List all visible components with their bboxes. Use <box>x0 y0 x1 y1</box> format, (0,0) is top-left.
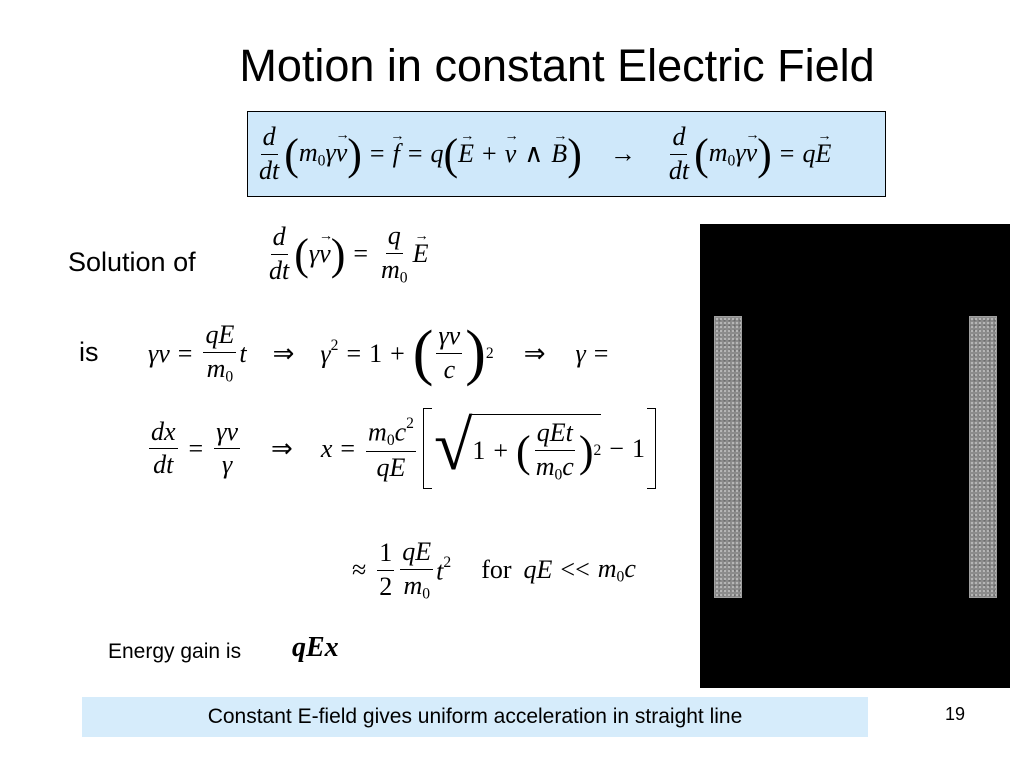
footer-text: Constant E-field gives uniform accelerat… <box>207 705 743 728</box>
energy-gain-label: Energy gain is <box>108 640 242 663</box>
electric-field-plates-image <box>700 224 1010 688</box>
solution-label: Solution of <box>68 247 196 277</box>
right-electrode-plate <box>969 316 997 598</box>
slide-title: Motion in constant Electric Field <box>239 40 875 91</box>
energy-gain-expression: qEx <box>292 632 339 663</box>
for-word: for <box>481 555 512 585</box>
equation-solution-of: ddt (γv) = qm0 E <box>264 221 428 286</box>
is-label: is <box>79 337 99 367</box>
page-number: 19 <box>944 704 966 724</box>
left-electrode-plate <box>714 316 742 598</box>
footer-banner <box>82 697 868 737</box>
equation-of-motion-box: ddt (m0γv) =f=q (E+v∧B) → ddt (m0γv) =qE <box>247 111 886 197</box>
